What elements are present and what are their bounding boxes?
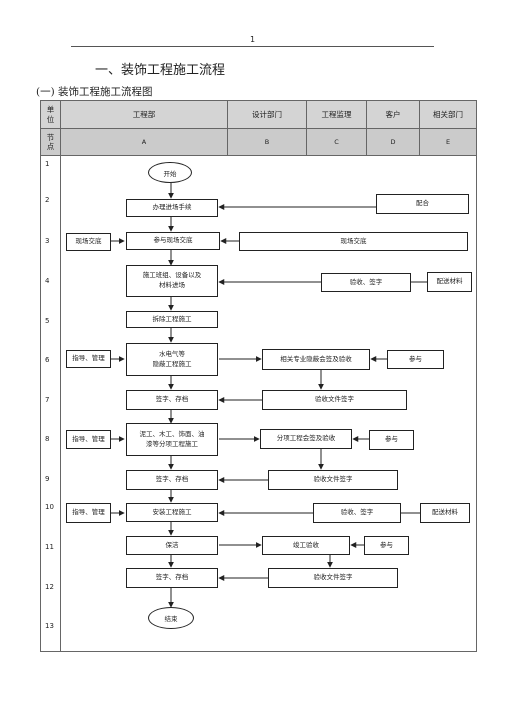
guide-manage-box: 指导、管理: [66, 503, 111, 523]
page-number: 1: [249, 35, 256, 44]
grid-line: [227, 100, 228, 155]
row-number: 8: [45, 435, 50, 443]
dept-engineering: 工程部: [132, 109, 156, 119]
col-letter-c: C: [334, 137, 339, 146]
sign-archive-box: 签字、存档: [126, 568, 218, 588]
join-site-handover-box: 参与现场交底: [126, 232, 220, 250]
row-number: 10: [45, 503, 54, 511]
dept-supervision: 工程监理: [321, 109, 352, 119]
letter-row-bg: [41, 129, 476, 155]
row-number: 11: [45, 543, 54, 551]
site-handover-right-box: 现场交底: [239, 232, 468, 251]
node-label: 节 点: [46, 132, 55, 151]
installation-box: 安装工程施工: [126, 503, 218, 522]
row-number: 1: [45, 160, 50, 168]
cooperate-box: 配合: [376, 194, 469, 214]
row-number: 3: [45, 237, 50, 245]
supply-material-box: 配送材料: [420, 503, 470, 523]
participate-box: 参与: [387, 350, 444, 369]
header-row-bg: [41, 101, 476, 129]
grid-line: [40, 155, 477, 156]
hidden-acceptance-box: 相关专业隐蔽会签及验收: [262, 349, 370, 370]
dept-customer: 客户: [385, 109, 401, 119]
grid-line: [306, 100, 307, 155]
site-handover-left-box: 现场交底: [66, 233, 111, 251]
sub-acceptance-box: 分项工程会签及验收: [260, 429, 352, 449]
unit-label: 单 位: [46, 105, 55, 124]
col-letter-a: A: [141, 137, 147, 146]
construction-team-box: 施工班组、设备以及 材料进场: [126, 265, 218, 297]
sub-works-box: 泥工、木工、饰面、油 漆等分项工程施工: [126, 423, 218, 456]
entry-procedures-box: 办理进场手续: [126, 199, 218, 217]
grid-line: [60, 100, 61, 652]
start-node: 开始: [148, 162, 192, 183]
grid-line: [40, 128, 477, 129]
demolition-box: 拆除工程施工: [126, 311, 218, 328]
cleaning-box: 保洁: [126, 536, 218, 555]
flowchart-title: (一) 装饰工程施工流程图: [36, 86, 153, 98]
row-number: 2: [45, 196, 50, 204]
row-number: 13: [45, 622, 54, 630]
row-number: 9: [45, 475, 50, 483]
flowchart-table: [40, 100, 477, 652]
dept-related: 相关部门: [433, 109, 463, 119]
acceptance-sign-box: 验收、签字: [321, 273, 411, 292]
supply-material-box: 配送材料: [427, 272, 472, 292]
guide-manage-box: 指导、管理: [66, 430, 111, 449]
acceptance-doc-box: 验收文件签字: [262, 390, 407, 410]
grid-line: [366, 100, 367, 155]
row-number: 12: [45, 583, 54, 591]
sign-archive-box: 签字、存档: [126, 390, 218, 410]
col-letter-d: D: [390, 137, 396, 146]
participate-box: 参与: [369, 430, 414, 450]
grid-line: [419, 100, 420, 155]
row-number: 4: [45, 277, 50, 285]
sign-archive-box: 签字、存档: [126, 470, 218, 490]
acceptance-sign-box: 验收、签字: [313, 503, 401, 523]
dept-design: 设计部门: [252, 109, 282, 119]
guide-manage-box: 指导、管理: [66, 350, 111, 368]
section-heading: 一、装饰工程施工流程: [95, 63, 226, 78]
col-letter-e: E: [445, 137, 451, 146]
row-number: 5: [45, 317, 50, 325]
plumbing-electric-box: 水电气等 隐蔽工程施工: [126, 343, 218, 376]
completion-acceptance-box: 竣工验收: [262, 536, 350, 555]
end-node: 结束: [148, 607, 194, 629]
row-number: 7: [45, 396, 50, 404]
row-number: 6: [45, 356, 50, 364]
acceptance-doc-box: 验收文件签字: [268, 568, 398, 588]
participate-box: 参与: [364, 536, 409, 555]
col-letter-b: B: [264, 137, 270, 146]
header-rule: [71, 46, 434, 47]
acceptance-doc-box: 验收文件签字: [268, 470, 398, 490]
